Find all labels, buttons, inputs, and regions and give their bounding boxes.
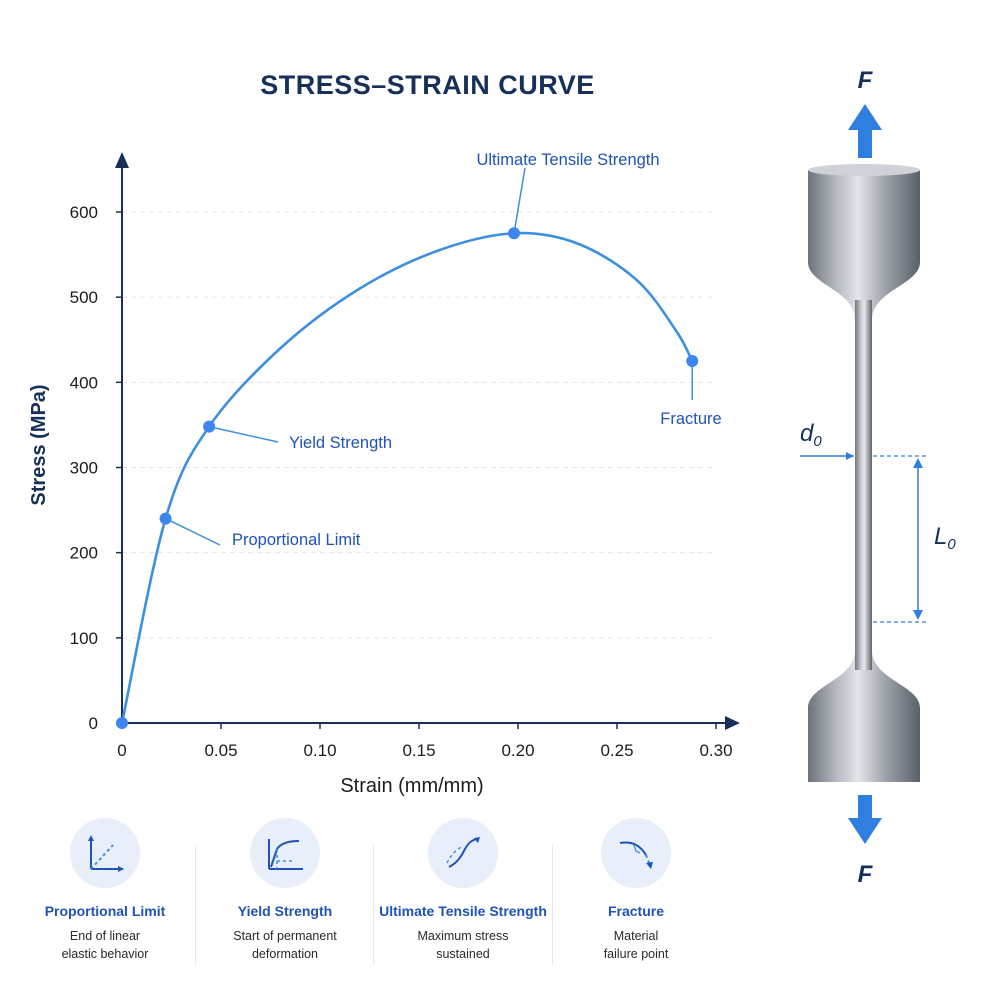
y-axis-arrow-icon: [115, 152, 129, 168]
y-tick-label: 500: [70, 288, 98, 307]
card-divider: [195, 845, 196, 965]
diameter-label: d0: [800, 420, 822, 450]
x-tick-label: 0.25: [600, 741, 633, 760]
annotation-leader: [208, 425, 279, 443]
x-axis-arrow-icon: [725, 716, 740, 730]
annotation-point: [686, 355, 699, 368]
x-tick-label: 0.15: [402, 741, 435, 760]
card-title: Ultimate Tensile Strength: [379, 903, 547, 919]
card-title: Proportional Limit: [44, 903, 166, 919]
length-label: L0: [934, 523, 956, 553]
x-axis-label: Strain (mm/mm): [340, 775, 483, 797]
card-title: Fracture: [607, 903, 665, 919]
tensile-specimen: F F d0 L0: [800, 67, 956, 888]
origin-point: [116, 717, 128, 729]
annotation-label: Fracture: [660, 410, 721, 428]
annotation-label: Ultimate Tensile Strength: [476, 151, 659, 169]
y-axis-label: Stress (MPa): [28, 384, 50, 505]
annotation-label: Yield Strength: [289, 434, 392, 452]
x-tick-label: 0.30: [699, 741, 732, 760]
annotation-point: [203, 420, 216, 433]
card-ultimate-tensile-strength: Ultimate Tensile Strength Maximum stress…: [373, 818, 553, 963]
fracture-curve-icon: [601, 818, 671, 888]
card-divider: [373, 845, 374, 965]
y-tick-label: 0: [89, 714, 98, 733]
annotation-label: Proportional Limit: [232, 531, 361, 549]
x-tick-label: 0.05: [204, 741, 237, 760]
stress-strain-line: [120, 231, 694, 724]
bottom-force-label: F: [858, 861, 874, 888]
x-tick-label: 0.20: [501, 741, 534, 760]
annotation-leader: [165, 517, 221, 546]
top-force-arrow-icon: [848, 104, 882, 158]
yield-curve-icon: [250, 818, 320, 888]
y-tick-label: 400: [70, 373, 98, 392]
top-force-label: F: [858, 67, 874, 94]
annotation-point: [508, 227, 521, 240]
stress-strain-chart: 0 100 200 300 400 500 600 0 0.05 0.10 0.15 0.20 0.25…: [28, 151, 740, 797]
x-tick-label: 0.10: [303, 741, 336, 760]
card-title: Yield Strength: [237, 903, 333, 919]
x-tick-label: 0: [117, 741, 126, 760]
y-tick-label: 100: [70, 629, 98, 648]
linear-line-icon: [70, 818, 140, 888]
annotation-point: [159, 512, 172, 525]
y-tick-label: 200: [70, 544, 98, 563]
chart-title: STRESS–STRAIN CURVE: [260, 70, 595, 100]
card-divider: [552, 845, 553, 965]
annotation-leader: [513, 167, 526, 234]
bottom-force-arrow-icon: [848, 795, 882, 844]
y-tick-label: 600: [70, 203, 98, 222]
y-tick-label: 300: [70, 459, 98, 478]
peak-curve-icon: [428, 818, 498, 888]
